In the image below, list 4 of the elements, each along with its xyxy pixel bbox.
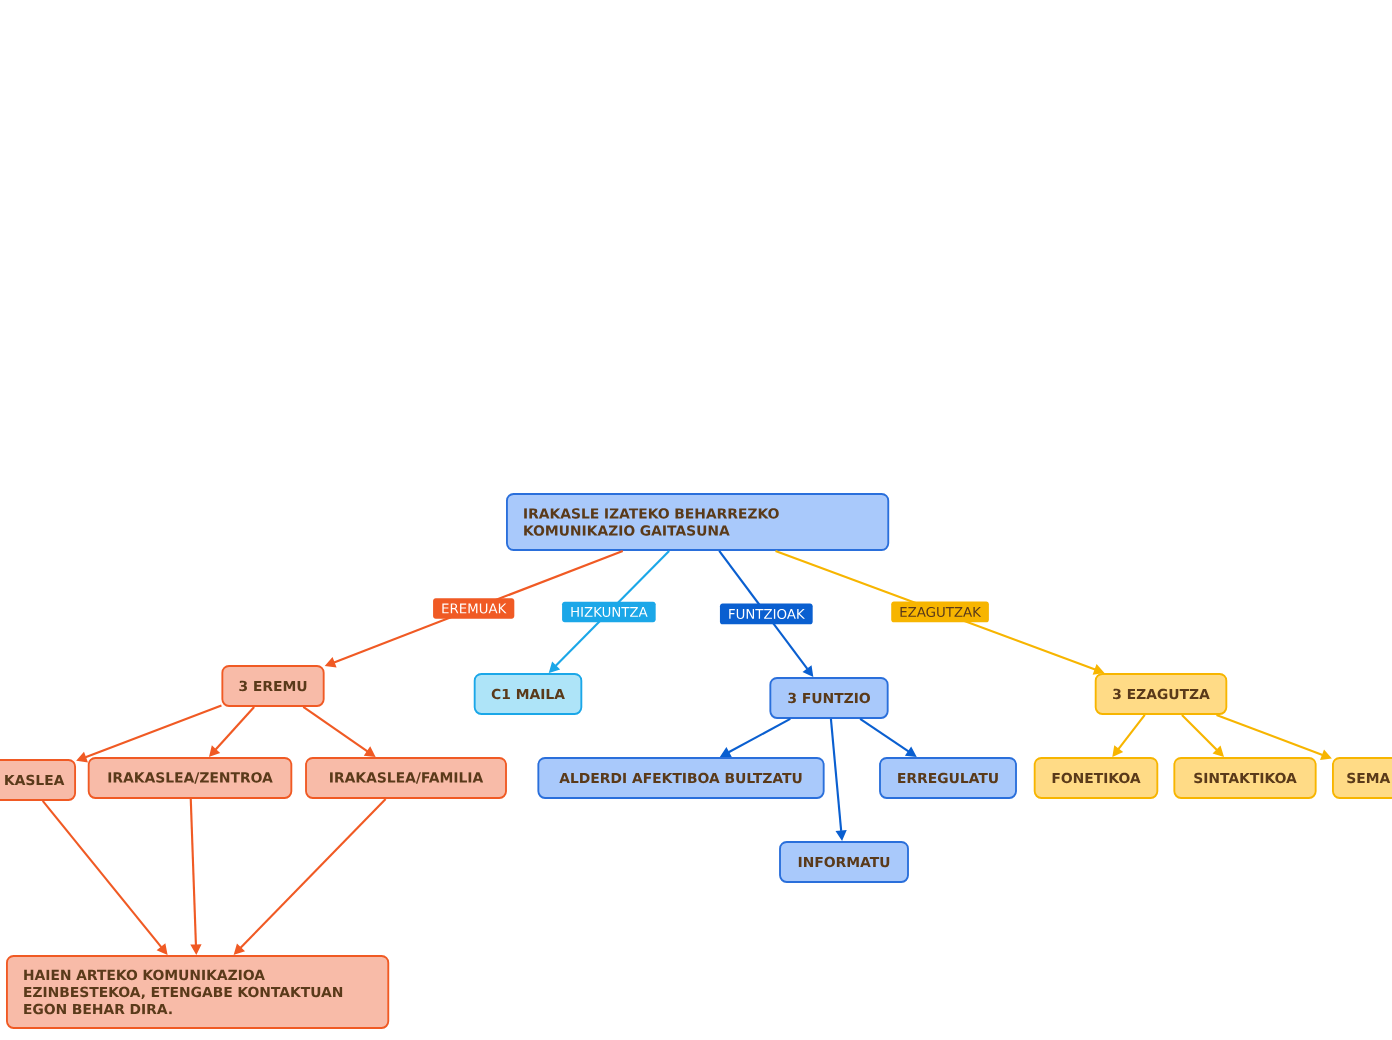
arrow xyxy=(718,550,814,677)
arrow xyxy=(1181,714,1224,757)
arrow xyxy=(41,800,168,955)
arrow xyxy=(1112,714,1146,757)
